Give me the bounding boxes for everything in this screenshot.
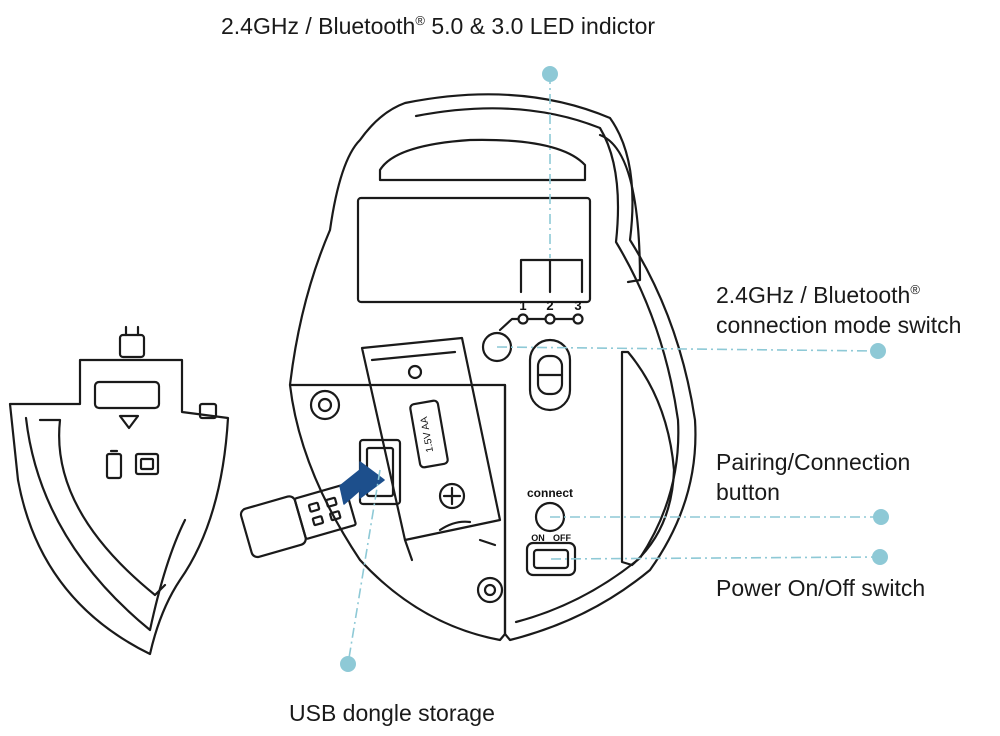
battery-compartment bbox=[288, 383, 507, 642]
on-label: ON bbox=[531, 533, 545, 543]
cover-latch bbox=[118, 333, 146, 359]
leader-dot-power bbox=[872, 549, 888, 565]
right-foot bbox=[620, 350, 676, 567]
dongle-icon bbox=[134, 452, 160, 476]
leader-usb bbox=[347, 469, 381, 665]
led-bracket bbox=[519, 258, 584, 294]
mode-button bbox=[481, 331, 513, 363]
battery-cover bbox=[360, 336, 502, 542]
usb-dongle bbox=[239, 483, 357, 559]
leader-dot-usb bbox=[340, 656, 356, 672]
mouse-side-wheel bbox=[598, 133, 642, 284]
leader-mode bbox=[496, 346, 879, 352]
led-dot-2 bbox=[544, 313, 556, 325]
connect-label: connect bbox=[527, 486, 573, 500]
led-dot-3 bbox=[572, 313, 584, 325]
off-label: OFF bbox=[553, 533, 571, 543]
aa-battery bbox=[409, 399, 449, 469]
battery-icon bbox=[105, 452, 123, 480]
led-label-1: 1 bbox=[519, 298, 526, 313]
leader-dot-led bbox=[542, 66, 558, 82]
led-label-2: 2 bbox=[546, 298, 553, 313]
top-foot bbox=[378, 138, 587, 182]
led-indicator-label: 2.4GHz / Bluetooth® 5.0 & 3.0 LED indict… bbox=[221, 13, 656, 39]
detached-cover bbox=[8, 358, 230, 656]
led-label-3: 3 bbox=[574, 298, 581, 313]
leader-dot-pairing bbox=[873, 509, 889, 525]
power-switch-label: Power On/Off switch bbox=[716, 575, 926, 601]
insert-arrow bbox=[339, 461, 385, 505]
mode-switch bbox=[528, 338, 572, 412]
leader-dot-mode bbox=[870, 343, 886, 359]
pairing-button-label: Pairing/Connection button bbox=[716, 449, 911, 505]
connection-mode-label: 2.4GHz / Bluetooth® connection mode swit… bbox=[716, 282, 962, 338]
led-dot-1 bbox=[517, 313, 529, 325]
battery-label: 1.5V AA bbox=[419, 415, 436, 453]
usb-storage-label: USB dongle storage bbox=[289, 700, 495, 726]
middle-pad bbox=[356, 196, 592, 304]
mouse-body-outline bbox=[288, 93, 697, 642]
leader-power bbox=[550, 556, 881, 560]
